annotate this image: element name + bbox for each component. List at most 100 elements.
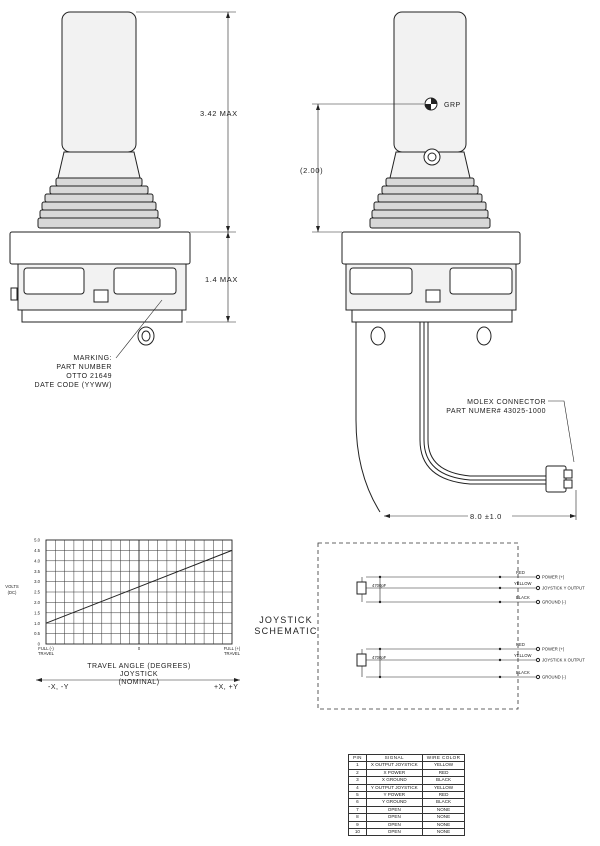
front-view-dimensions: 3.42 MAX 1.4 MAX [136,11,238,323]
pin-table-header-wire-color: WIRE COLOR [421,753,466,763]
wire-color-cell: YELLOW [421,783,466,793]
chart-y-tick-label: 5.0 [34,538,40,543]
marking-note-line-4: DATE CODE (YYWW) [35,382,112,389]
cable-assembly [355,322,573,513]
schematic-1-output-ground: GROUND (-) [542,600,567,605]
schematic-circuit-x: 4700pF RED YELLOW BLACK POWER (+) JOYSTI… [356,642,585,680]
schematic-title-line-2: SCHEMATIC [254,626,317,636]
wire-color-cell: NONE [421,813,466,822]
chart-y-tick-label: 2.0 [34,600,40,605]
schematic-title-line-1: JOYSTICK [259,615,313,625]
chart-y-tick-label: 3.5 [34,569,40,574]
marking-note-line-1: MARKING: [73,355,112,362]
grip-center-label: GRP [444,102,461,109]
chart-x-tick-right-2: TRAVEL [224,651,241,656]
schematic-1-output-signal: JOYSTICK Y OUTPUT [542,586,585,591]
signal-cell: OPEN [365,828,423,837]
chart-x-label-line-3: (NOMINAL) [118,679,159,686]
pin-cell: 3 [348,776,367,785]
signal-cell: Y OUTPUT JOYSTICK [365,783,423,793]
pin-cell: 5 [348,791,367,800]
schematic-1-wire-red: RED [516,570,525,575]
schematic-1-wire-black: BLACK [516,595,530,600]
signal-cell: OPEN [365,820,423,830]
connector-note-line-1: MOLEX CONNECTOR [467,399,546,406]
chart-x-tick-left-2: TRAVEL [38,651,55,656]
side-view-dimensions: (2.00) 8.0 ±1.0 [300,103,577,521]
wire-color-cell: YELLOW [421,761,466,770]
marking-note: MARKING: PART NUMBER OTTO 21649 DATE COD… [35,299,163,389]
chart-x-label-line-1: TRAVEL ANGLE (DEGREES) [87,663,191,670]
pin-cell: 4 [348,783,367,793]
schematic-component-2: 4700pF [372,655,387,660]
marking-note-line-3: OTTO 21649 [66,373,112,380]
schematic-1-output-power: POWER (+) [542,575,565,580]
joystick-front-view [9,11,191,346]
chart-x-tick-left-1: FULL (-) [38,646,54,651]
schematic-2-output-power: POWER (+) [542,647,565,652]
marking-note-line-2: PART NUMBER [56,364,112,371]
signal-cell: Y GROUND [365,798,423,807]
chart-y-tick-labels: 5.04.54.03.53.02.52.01.51.00.50 [34,538,40,647]
schematic-2-wire-black: BLACK [516,670,530,675]
pin-table-header-signal: SIGNAL [365,753,423,763]
chart-x-tick-center: 0 [138,646,141,651]
schematic-circuit-y: 4700pF RED YELLOW BLACK POWER (+) JOYSTI… [356,570,585,605]
signal-cell: OPEN [365,805,423,815]
signal-cell: X GROUND [365,776,423,785]
chart-x-label-line-2: JOYSTICK [120,671,158,678]
chart-y-tick-label: 1.0 [34,621,40,626]
chart-direction-right: +X, +Y [214,684,238,691]
schematic-1-wire-yellow: YELLOW [514,581,532,586]
schematic-component-1: 4700pF [372,583,387,588]
pin-table-header: PIN SIGNAL WIRE COLOR [348,753,466,763]
connector-note: MOLEX CONNECTOR PART NUMER# 43025-1000 [446,399,575,463]
chart-y-tick-label: 3.0 [34,579,40,584]
wire-color-cell: NONE [421,828,466,837]
chart-y-label-line-1: VOLTS [5,584,19,589]
chart-y-tick-label: 1.5 [34,610,40,615]
chart-y-tick-label: 0.5 [34,631,40,636]
joystick-schematic: JOYSTICK SCHEMATIC 4700pF RED YELLOW BLA… [254,542,585,710]
signal-cell: X OUTPUT JOYSTICK [365,761,423,770]
chart-series-line [45,549,233,624]
pin-cell: 2 [348,768,367,778]
signal-cell: X POWER [365,768,423,778]
wire-color-cell: BLACK [421,798,466,807]
overall-height-dimension: 3.42 MAX [200,109,238,118]
schematic-2-output-ground: GROUND (-) [542,675,567,680]
wire-color-cell: NONE [421,805,466,815]
joystick-side-view: GRP [341,11,521,346]
grip-center-dimension: (2.00) [300,166,323,175]
chart-grid [46,540,232,644]
connector-note-line-2: PART NUMER# 43025-1000 [446,408,546,415]
pin-cell: 1 [348,761,367,770]
chart-y-tick-label: 2.5 [34,590,40,595]
pin-cell: 7 [348,805,367,815]
chart-direction-left: -X, -Y [48,684,69,691]
chart-y-tick-label: 4.5 [34,548,40,553]
chart-y-label-line-2: (DC) [8,590,17,595]
schematic-2-wire-yellow: YELLOW [514,653,532,658]
wire-color-cell: BLACK [421,776,466,785]
chart-x-tick-right-1: FULL (+) [224,646,241,651]
pin-cell: 8 [348,813,367,822]
pin-cell: 9 [348,820,367,830]
voltage-travel-chart: 5.04.54.03.53.02.52.01.51.00.50 VOLTS (D… [5,538,241,691]
signal-cell: OPEN [365,813,423,822]
wire-color-cell: RED [421,768,466,778]
base-height-dimension: 1.4 MAX [205,275,238,284]
pin-cell: 6 [348,798,367,807]
